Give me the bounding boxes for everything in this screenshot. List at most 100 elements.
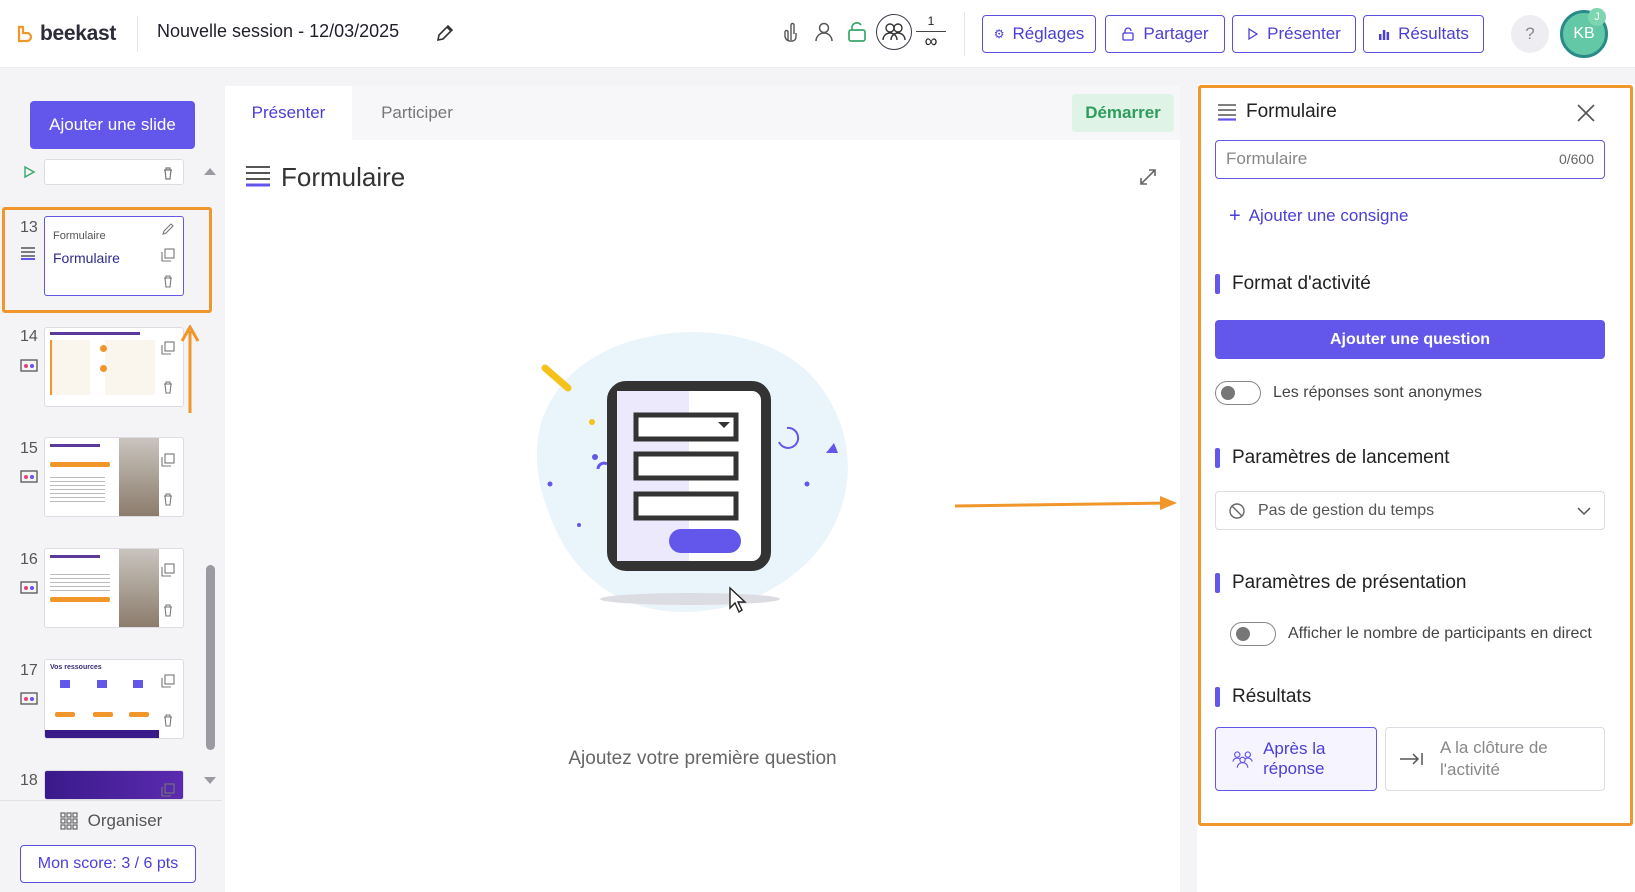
duplicate-icon[interactable] — [161, 674, 175, 688]
slide-thumbnail-13[interactable]: Formulaire Formulaire — [44, 216, 184, 296]
pencil-icon[interactable] — [434, 22, 456, 44]
pencil-icon[interactable] — [161, 222, 175, 236]
participants-button[interactable] — [876, 14, 912, 50]
selected-slide-highlight — [2, 207, 212, 313]
tab-present[interactable]: Présenter — [225, 86, 352, 140]
slide-type-label: Formulaire — [53, 230, 106, 242]
session-title: Nouvelle session - 12/03/2025 — [157, 21, 400, 41]
add-instruction-link[interactable]: + Ajouter une consigne — [1229, 206, 1408, 226]
slide-icon — [20, 581, 38, 594]
lock-open-icon — [1122, 27, 1135, 41]
slide-thumbnail-14[interactable] — [44, 327, 184, 407]
unlock-icon[interactable] — [846, 20, 868, 44]
live-count-toggle[interactable] — [1230, 622, 1276, 646]
panel-title: Formulaire — [1246, 101, 1337, 122]
divider — [964, 12, 965, 56]
no-timer-icon — [1229, 502, 1245, 519]
activity-title-input[interactable] — [1226, 141, 1526, 177]
slide-thumbnail[interactable] — [44, 159, 184, 185]
organise-label: Organiser — [87, 810, 163, 830]
scroll-up-icon[interactable] — [203, 166, 217, 176]
scroll-down-icon[interactable] — [203, 776, 217, 786]
slide-thumbnail-15[interactable] — [44, 437, 184, 517]
participant-count: 1 — [927, 14, 935, 28]
empty-state-hint: Ajoutez votre première question — [568, 748, 837, 769]
expand-icon[interactable] — [1137, 166, 1159, 188]
section-marker — [1215, 274, 1220, 294]
raise-hand-icon[interactable] — [780, 20, 802, 44]
slide-number: 18 — [20, 772, 38, 789]
annotation-arrow — [180, 325, 200, 413]
share-button[interactable]: Partager — [1105, 15, 1225, 53]
slide-thumbnail-18[interactable] — [44, 770, 184, 800]
trash-icon[interactable] — [161, 713, 175, 727]
group-icon — [1232, 751, 1253, 768]
results-label: Résultats — [1398, 24, 1469, 43]
trash-icon[interactable] — [161, 380, 175, 394]
results-on-close-option[interactable]: A la clôture de l'activité — [1385, 727, 1605, 791]
divider — [137, 16, 138, 52]
close-icon[interactable] — [1576, 103, 1596, 123]
time-management-value: Pas de gestion du temps — [1258, 501, 1435, 519]
panel-highlight — [1198, 85, 1633, 826]
slide-number: 15 — [20, 440, 38, 457]
slide-icon — [20, 470, 38, 483]
add-slide-button[interactable]: Ajouter une slide — [30, 101, 195, 149]
time-management-select[interactable]: Pas de gestion du temps — [1215, 491, 1605, 530]
slide-title: Formulaire — [53, 250, 120, 266]
section-results: Résultats — [1215, 686, 1311, 708]
tab-participate[interactable]: Participer — [381, 103, 453, 122]
organise-button[interactable]: Organiser — [0, 800, 222, 840]
trash-icon[interactable] — [161, 166, 175, 180]
slide-number: 16 — [20, 551, 38, 568]
settings-button[interactable]: ⚙ Réglages — [982, 15, 1096, 53]
score-button[interactable]: Mon score: 3 / 6 pts — [20, 845, 196, 883]
add-instruction-label: Ajouter une consigne — [1248, 206, 1409, 225]
option-label: Après la réponse — [1263, 739, 1326, 778]
present-button[interactable]: Présenter — [1232, 15, 1356, 53]
anonymous-toggle-label: Les réponses sont anonymes — [1273, 384, 1483, 401]
play-icon — [24, 165, 36, 179]
share-label: Partager — [1143, 24, 1209, 43]
slide-thumbnail-17[interactable]: Vos ressources — [44, 659, 184, 739]
help-button[interactable]: ? — [1511, 15, 1549, 53]
section-marker — [1215, 687, 1220, 707]
section-marker — [1215, 573, 1220, 593]
slide-number: 14 — [20, 328, 38, 345]
start-button[interactable]: Démarrer — [1072, 94, 1174, 132]
duplicate-icon[interactable] — [161, 341, 175, 355]
add-question-button[interactable]: Ajouter une question — [1215, 320, 1605, 359]
gear-icon: ⚙ — [993, 27, 1005, 41]
activity-title-field[interactable]: 0/600 — [1215, 140, 1605, 179]
option-label: A la clôture de l'activité — [1440, 738, 1548, 779]
trash-icon[interactable] — [161, 274, 175, 288]
results-after-answer-option[interactable]: Après la réponse — [1215, 727, 1377, 791]
slide-thumbnail-16[interactable] — [44, 548, 184, 628]
duplicate-icon[interactable] — [161, 563, 175, 577]
slide-editor: Présenter Participer Démarrer Formulaire… — [225, 86, 1180, 892]
top-bar: beekast Nouvelle session - 12/03/2025 1 … — [0, 0, 1635, 68]
slide-number: 17 — [20, 662, 38, 679]
annotation-arrow — [955, 496, 1177, 510]
duplicate-icon[interactable] — [161, 453, 175, 467]
form-icon — [246, 166, 270, 187]
bar-chart-icon — [1379, 30, 1390, 40]
settings-label: Réglages — [1012, 24, 1085, 43]
user-icon[interactable] — [813, 20, 835, 44]
section-activity-format: Format d'activité — [1215, 273, 1371, 295]
beekast-logo[interactable]: beekast — [16, 22, 116, 46]
slide-number: 13 — [20, 219, 38, 236]
divider — [916, 31, 946, 32]
sidebar-scrollbar[interactable] — [206, 565, 215, 750]
char-counter: 0/600 — [1558, 151, 1594, 167]
duplicate-icon[interactable] — [161, 248, 175, 262]
results-button[interactable]: Résultats — [1363, 15, 1484, 53]
trash-icon[interactable] — [161, 492, 175, 506]
slide-title: Vos ressources — [50, 664, 102, 671]
section-launch-params: Paramètres de lancement — [1215, 447, 1450, 469]
duplicate-icon[interactable] — [161, 783, 175, 797]
trash-icon[interactable] — [161, 603, 175, 617]
anonymous-toggle[interactable] — [1215, 381, 1261, 405]
chevron-down-icon — [1577, 507, 1591, 516]
section-title: Paramètres de lancement — [1232, 447, 1450, 468]
